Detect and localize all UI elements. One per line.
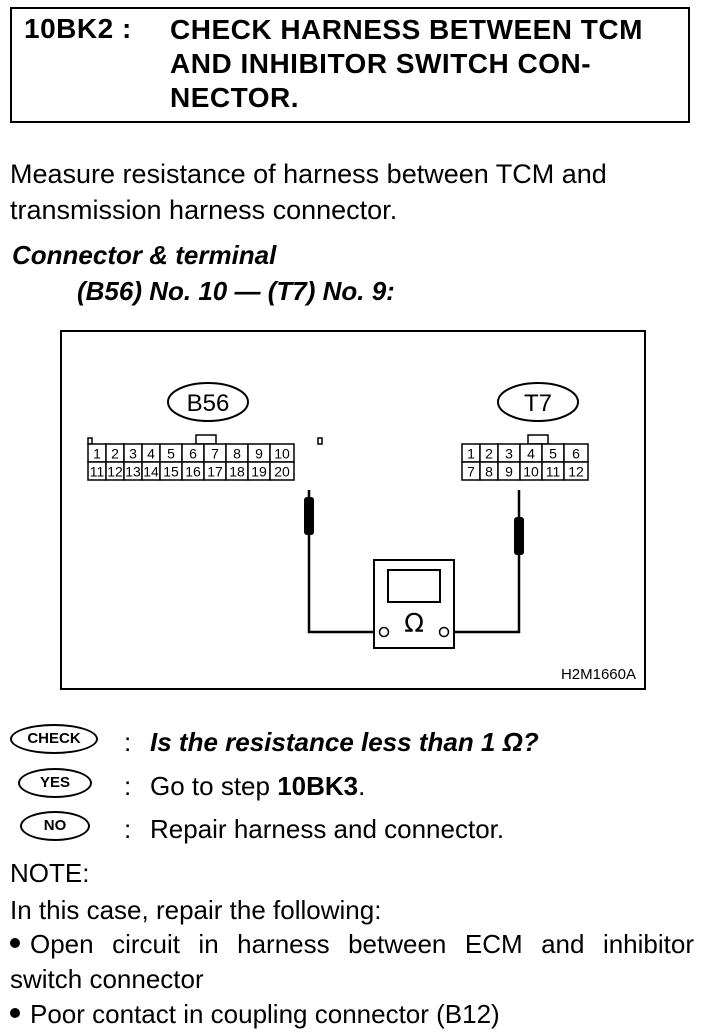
bullet-icon [10, 1008, 20, 1019]
t7-pin-label: 11 [546, 464, 561, 480]
note-label: NOTE: [10, 858, 90, 888]
b56-pin-label: 17 [207, 464, 223, 480]
b56-pin-label: 8 [233, 446, 241, 462]
b56-label: B56 [187, 390, 230, 417]
ohmmeter-terminal-right [438, 626, 450, 638]
t7-lock-tab [527, 434, 549, 445]
ohmmeter-display [387, 569, 441, 603]
note-item-2-text: Poor contact in coupling connector (B12) [30, 999, 500, 1029]
yes-text: Go to step 10BK3. [150, 771, 365, 802]
step-header-box: 10BK2 : CHECK HARNESS BETWEEN TCM AND IN… [10, 7, 690, 123]
b56-ear-left [87, 437, 93, 445]
no-colon: : [124, 814, 132, 844]
yes-badge: YES [18, 768, 92, 798]
b56-pin-label: 11 [90, 464, 105, 480]
check-colon: : [124, 727, 132, 757]
b56-lock-tab [195, 434, 217, 445]
yes-row: YES : Go to step 10BK3. [0, 768, 704, 808]
instruction-text: Measure resistance of harness between TC… [10, 159, 607, 225]
step-id: 10BK2 : [24, 13, 132, 44]
probe-wire-left [307, 490, 378, 634]
t7-pin-label: 12 [568, 464, 584, 480]
t7-label-ellipse [497, 382, 579, 422]
step-title-line-1: CHECK HARNESS BETWEEN TCM [170, 14, 643, 45]
b56-label-ellipse [167, 382, 249, 422]
no-text: Repair harness and connector. [150, 814, 505, 844]
b56-pin-cell [269, 461, 295, 481]
check-row: CHECK : Is the resistance less than 1 Ω? [0, 724, 704, 764]
ohmmeter-terminal-left [378, 626, 390, 638]
b56-pin-label: 20 [274, 464, 290, 480]
no-badge: NO [20, 811, 90, 841]
b56-pin-label: 7 [211, 446, 219, 462]
check-badge: CHECK [10, 724, 98, 754]
figure-code: H2M1660A [561, 666, 636, 683]
b56-pin-label: 10 [274, 446, 290, 462]
step-title-line-3: NECTOR. [170, 82, 299, 113]
b56-pin-label: 18 [229, 464, 245, 480]
b56-pin-label: 13 [125, 464, 141, 480]
b56-pin-label: 4 [147, 446, 155, 462]
t7-pin-label: 9 [505, 464, 513, 480]
b56-pin-label: 1 [93, 446, 101, 462]
probe-tip-left [304, 497, 314, 535]
t7-pin-label: 6 [572, 446, 580, 462]
b56-pin-label: 9 [255, 446, 263, 462]
yes-step-link[interactable]: 10BK3 [277, 771, 359, 801]
t7-pin-label: 4 [527, 446, 535, 462]
yes-text-prefix: Go to step [150, 771, 278, 801]
note-intro: In this case, repair the following: [10, 895, 382, 925]
t7-pin-cell [563, 461, 589, 481]
b56-pin-label: 19 [251, 464, 267, 480]
t7-pin-label: 3 [505, 446, 513, 462]
b56-pin-label: 16 [185, 464, 201, 480]
ohm-symbol: Ω [404, 609, 424, 639]
t7-pin-label: 2 [485, 446, 493, 462]
bullet-icon [10, 938, 20, 949]
probe-tip-right [514, 517, 524, 555]
check-question: Is the resistance less than 1 Ω? [150, 727, 539, 757]
note-item-1-text: Open circuit in harness between ECM and … [10, 929, 694, 994]
t7-pin-label: 10 [523, 464, 539, 480]
no-row: NO : Repair harness and connector. [0, 811, 704, 851]
b56-pin-label: 5 [167, 446, 175, 462]
step-title: CHECK HARNESS BETWEEN TCM AND INHIBITOR … [170, 13, 685, 115]
b56-pin-label: 6 [189, 446, 197, 462]
b56-pin-label: 15 [163, 464, 179, 480]
t7-pin-label: 1 [467, 446, 475, 462]
t7-pin-label: 7 [467, 464, 475, 480]
step-title-line-2: AND INHIBITOR SWITCH CON- [170, 48, 592, 79]
t7-pin-label: 8 [485, 464, 493, 480]
probe-wire-right [450, 490, 521, 634]
b56-pin-label: 12 [107, 464, 123, 480]
b56-pin-label: 3 [129, 446, 137, 462]
b56-pin-label: 14 [143, 464, 159, 480]
note-item-1: Open circuit in harness between ECM and … [10, 927, 694, 997]
b56-pin-label: 2 [111, 446, 119, 462]
note-item-2: Poor contact in coupling connector (B12) [10, 997, 694, 1032]
connector-detail: (B56) No. 10 — (T7) No. 9: [77, 276, 395, 306]
connector-heading: Connector & terminal [12, 240, 277, 270]
b56-ear-right [317, 437, 323, 445]
yes-text-suffix: . [358, 771, 366, 801]
t7-label: T7 [524, 390, 552, 417]
t7-pin-label: 5 [549, 446, 557, 462]
yes-colon: : [124, 771, 132, 801]
